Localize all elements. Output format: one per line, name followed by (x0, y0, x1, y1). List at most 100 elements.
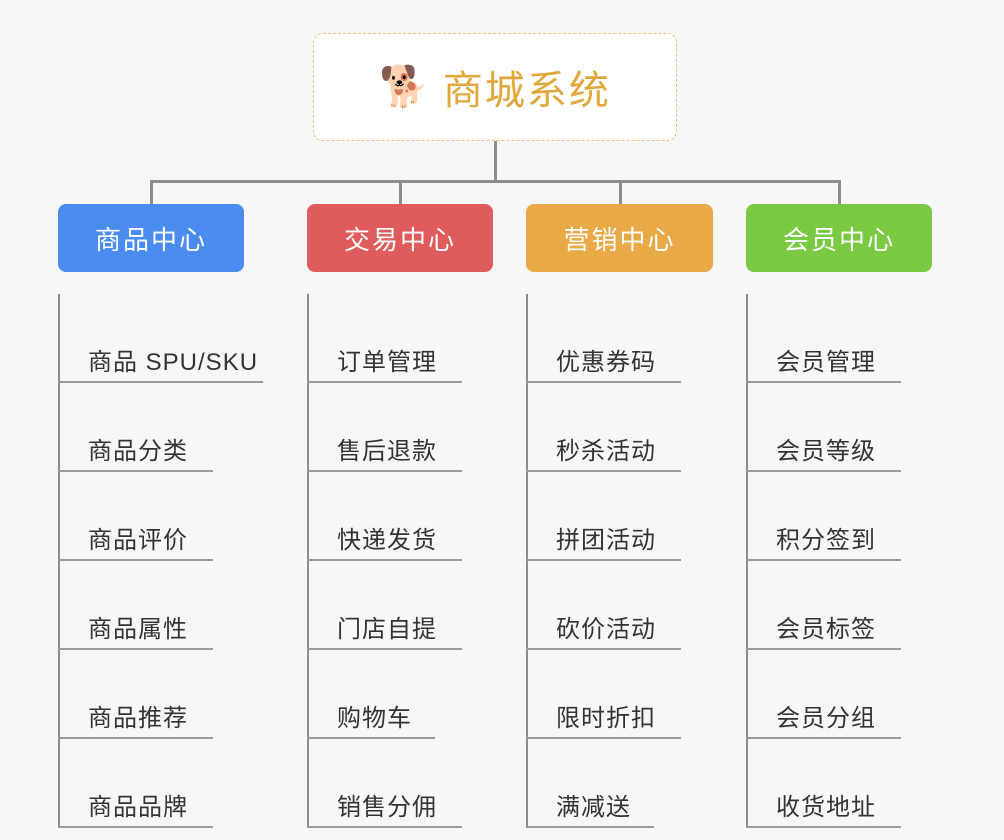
leaf-spine (307, 294, 309, 828)
leaf-item-label: 销售分佣 (337, 794, 437, 821)
leaf-underline (746, 470, 901, 472)
leaf-underline (58, 826, 213, 828)
leaf-item[interactable]: 拼团活动 (526, 472, 713, 561)
leaf-item-label: 售后退款 (337, 438, 437, 465)
leaf-item[interactable]: 会员分组 (746, 650, 932, 739)
connector-horizontal-bus (150, 180, 841, 183)
leaf-item[interactable]: 限时折扣 (526, 650, 713, 739)
leaf-underline (746, 737, 901, 739)
category-header-label: 商品中心 (94, 224, 207, 255)
leaf-underline (58, 470, 213, 472)
leaf-spine (526, 294, 528, 828)
leaf-item[interactable]: 订单管理 (307, 294, 493, 383)
category-header-4[interactable]: 会员中心 (746, 204, 932, 272)
leaf-item[interactable]: 门店自提 (307, 561, 493, 650)
leaf-item[interactable]: 优惠券码 (526, 294, 713, 383)
category-header-label: 营销中心 (563, 224, 676, 255)
leaf-item[interactable]: 满减送 (526, 739, 713, 828)
connector-drop-2 (399, 180, 402, 204)
shiba-dog-face-icon: 🐕 (379, 65, 429, 109)
leaf-item[interactable]: 商品属性 (58, 561, 244, 650)
leaf-item[interactable]: 商品推荐 (58, 650, 244, 739)
leaf-item-label: 限时折扣 (556, 705, 656, 732)
leaf-underline (58, 648, 213, 650)
leaf-item-label: 收货地址 (776, 794, 876, 821)
leaf-item-label: 积分签到 (776, 527, 876, 554)
leaf-underline (526, 381, 681, 383)
leaf-item-label: 秒杀活动 (556, 438, 656, 465)
leaf-underline (307, 470, 462, 472)
leaf-underline (58, 381, 263, 383)
leaf-item-label: 商品推荐 (88, 705, 188, 732)
leaf-underline (526, 559, 681, 561)
category-column-1: 商品中心商品 SPU/SKU 商品分类商品评价商品属性商品推荐商品品牌 (58, 204, 263, 828)
leaf-underline (307, 381, 462, 383)
leaf-item[interactable]: 购物车 (307, 650, 493, 739)
leaf-underline (307, 737, 435, 739)
leaf-underline (746, 559, 901, 561)
leaf-item[interactable]: 砍价活动 (526, 561, 713, 650)
leaf-underline (307, 648, 462, 650)
leaf-item[interactable]: 销售分佣 (307, 739, 493, 828)
leaf-item[interactable]: 快递发货 (307, 472, 493, 561)
leaf-item[interactable]: 商品分类 (58, 383, 244, 472)
leaf-item-label: 商品评价 (88, 527, 188, 554)
leaf-list-3: 优惠券码秒杀活动拼团活动砍价活动限时折扣满减送 (526, 294, 713, 828)
leaf-underline (526, 648, 681, 650)
category-header-label: 交易中心 (343, 224, 456, 255)
leaf-spine (58, 294, 60, 828)
leaf-item[interactable]: 商品 SPU/SKU (58, 294, 263, 383)
leaf-item-label: 订单管理 (337, 349, 437, 376)
leaf-underline (746, 826, 901, 828)
leaf-underline (746, 381, 901, 383)
root-node-shopping-mall-system[interactable]: 🐕 商城系统 (313, 33, 677, 141)
leaf-item[interactable]: 售后退款 (307, 383, 493, 472)
leaf-underline (307, 826, 462, 828)
leaf-item[interactable]: 会员标签 (746, 561, 932, 650)
leaf-item-label: 门店自提 (337, 616, 437, 643)
connector-drop-4 (838, 180, 841, 204)
leaf-spine (746, 294, 748, 828)
leaf-item-label: 会员等级 (776, 438, 876, 465)
category-header-2[interactable]: 交易中心 (307, 204, 493, 272)
connector-root-stem (494, 141, 497, 183)
leaf-item[interactable]: 会员管理 (746, 294, 932, 383)
leaf-item-label: 会员标签 (776, 616, 876, 643)
connector-drop-3 (618, 180, 622, 204)
leaf-item-label: 会员管理 (776, 349, 876, 376)
leaf-item-label: 会员分组 (776, 705, 876, 732)
leaf-underline (746, 648, 901, 650)
leaf-underline (526, 826, 654, 828)
leaf-item[interactable]: 秒杀活动 (526, 383, 713, 472)
root-node-title: 商城系统 (442, 69, 611, 113)
leaf-underline (526, 470, 681, 472)
category-header-label: 会员中心 (782, 224, 895, 255)
connector-drop-1 (150, 180, 153, 204)
leaf-item[interactable]: 收货地址 (746, 739, 932, 828)
leaf-list-1: 商品 SPU/SKU 商品分类商品评价商品属性商品推荐商品品牌 (58, 294, 263, 828)
leaf-underline (526, 737, 681, 739)
leaf-item-label: 拼团活动 (556, 527, 656, 554)
leaf-item[interactable]: 商品评价 (58, 472, 244, 561)
leaf-item-label: 商品属性 (88, 616, 188, 643)
leaf-item-label: 砍价活动 (556, 616, 656, 643)
leaf-item[interactable]: 积分签到 (746, 472, 932, 561)
leaf-underline (58, 559, 213, 561)
leaf-item-label: 快递发货 (337, 527, 437, 554)
leaf-item-label: 商品分类 (88, 438, 188, 465)
category-column-2: 交易中心订单管理售后退款快递发货门店自提购物车销售分佣 (307, 204, 493, 828)
category-column-3: 营销中心优惠券码秒杀活动拼团活动砍价活动限时折扣满减送 (526, 204, 713, 828)
category-header-1[interactable]: 商品中心 (58, 204, 244, 272)
leaf-underline (58, 737, 213, 739)
category-column-4: 会员中心会员管理会员等级积分签到会员标签会员分组收货地址 (746, 204, 932, 828)
leaf-item-label: 满减送 (556, 794, 631, 821)
leaf-list-2: 订单管理售后退款快递发货门店自提购物车销售分佣 (307, 294, 493, 828)
leaf-item-label: 商品 SPU/SKU (88, 349, 259, 376)
leaf-underline (307, 559, 462, 561)
leaf-item-label: 优惠券码 (556, 349, 656, 376)
category-header-3[interactable]: 营销中心 (526, 204, 713, 272)
leaf-item-label: 商品品牌 (88, 794, 188, 821)
leaf-item[interactable]: 会员等级 (746, 383, 932, 472)
leaf-item[interactable]: 商品品牌 (58, 739, 244, 828)
